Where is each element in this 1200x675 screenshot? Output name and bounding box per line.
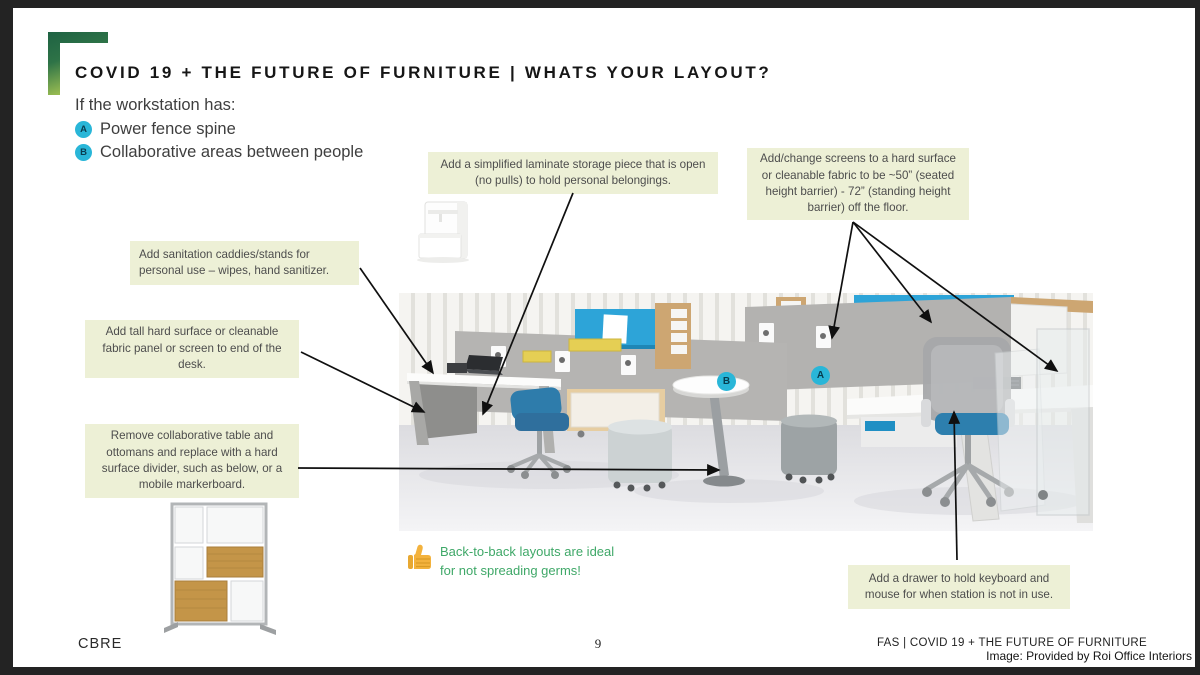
callout-drawer: Add a drawer to hold keyboard and mouse … <box>848 565 1070 609</box>
badge-a-icon: A <box>75 121 92 138</box>
tip-line-1: Back-to-back layouts are ideal <box>440 544 615 559</box>
callout-screens: Add/change screens to a hard surface or … <box>747 148 969 220</box>
cbre-logo: CBRE <box>78 636 123 652</box>
bullet-label: Collaborative areas between people <box>100 143 364 161</box>
callout-sanitation: Add sanitation caddies/stands for person… <box>130 241 359 285</box>
bullet-label: Power fence spine <box>100 120 236 138</box>
image-credit-caption: Image: Provided by Roi Office Interiors <box>983 649 1195 663</box>
bullet-power-fence: A Power fence spine <box>75 120 236 139</box>
page-title: COVID 19 + THE FUTURE OF FURNITURE | WHA… <box>75 63 772 82</box>
photo-marker-a: A <box>811 366 830 385</box>
thumbs-up-icon <box>408 544 431 569</box>
tip-line-2: for not spreading germs! <box>440 562 581 578</box>
callout-storage: Add a simplified laminate storage piece … <box>428 152 718 194</box>
callout-remove-table: Remove collaborative table and ottomans … <box>85 424 299 498</box>
intro-heading: If the workstation has: <box>75 96 236 114</box>
badge-b-icon: B <box>75 144 92 161</box>
office-photo <box>399 293 1093 531</box>
storage-piece-thumbnail <box>405 198 483 268</box>
footer-deck-title: FAS | COVID 19 + THE FUTURE OF FURNITURE <box>876 637 1147 649</box>
slide: COVID 19 + THE FUTURE OF FURNITURE | WHA… <box>13 8 1195 667</box>
room-divider-thumbnail <box>158 498 282 638</box>
tip-text: Back-to-back layouts are ideal for not s… <box>440 543 614 581</box>
corner-bracket-icon <box>48 32 108 95</box>
page-number: 9 <box>594 636 602 651</box>
callout-tall-panel: Add tall hard surface or cleanable fabri… <box>85 320 299 378</box>
bullet-collaborative-areas: B Collaborative areas between people <box>75 143 363 162</box>
office-photo-illustration <box>399 293 1093 531</box>
photo-marker-b: B <box>717 372 736 391</box>
